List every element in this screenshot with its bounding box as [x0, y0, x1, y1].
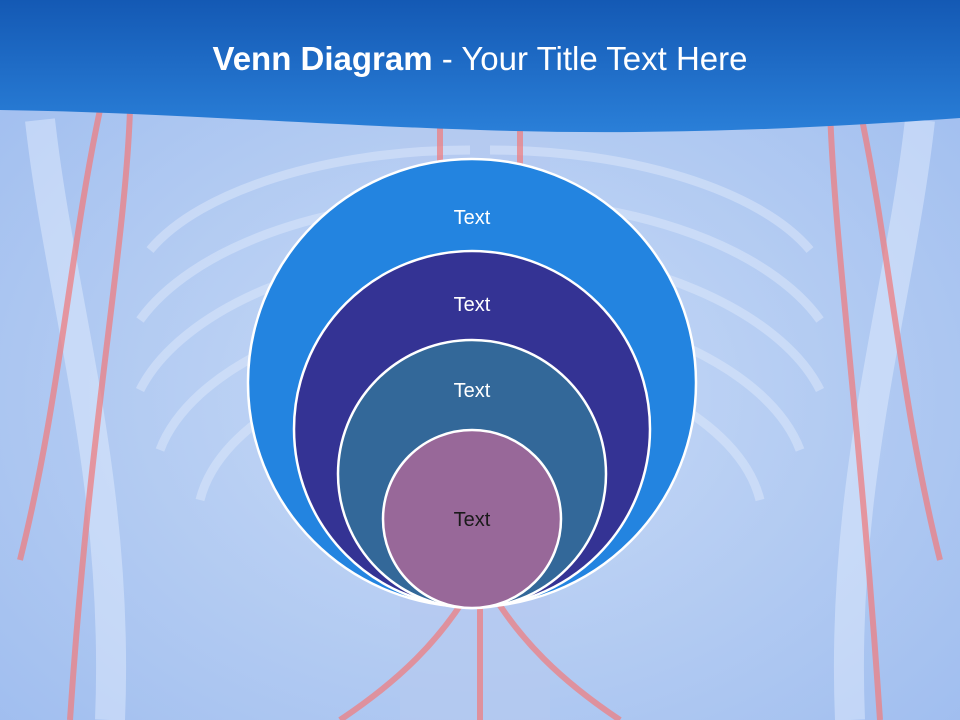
venn-circle-4	[381, 428, 563, 610]
venn-circle-2-label: Text	[454, 294, 491, 316]
slide-title: Venn Diagram - Your Title Text Here	[0, 40, 960, 78]
title-bold-text: Venn Diagram	[212, 40, 433, 77]
venn-circle-3-label: Text	[454, 380, 491, 402]
limb-shapes	[25, 118, 935, 720]
venn-circle-1-label: Text	[454, 207, 491, 229]
venn-circle-4-label: Text	[454, 509, 491, 531]
header-band	[0, 0, 960, 133]
title-rest-text: - Your Title Text Here	[432, 40, 748, 77]
header-band-shape	[0, 0, 960, 133]
